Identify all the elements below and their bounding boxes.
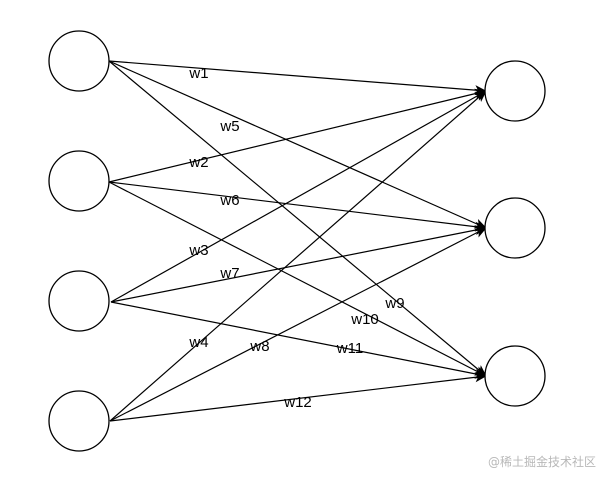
watermark-text: @稀土掘金技术社区	[488, 454, 596, 469]
output-node-2	[484, 197, 546, 259]
output-node-1	[484, 60, 546, 122]
edge-label-w3: w3	[188, 242, 208, 259]
input-node-1	[48, 30, 110, 92]
edges-layer	[108, 60, 487, 422]
edge-w12-arrow	[109, 372, 487, 422]
edge-w5-arrow	[108, 60, 487, 229]
edge-label-w2: w2	[188, 154, 208, 171]
edge-w6-arrow	[108, 181, 487, 232]
edge-w3-arrow	[110, 90, 487, 303]
edge-labels-layer: w1 w5 w9 w2 w6 w10 w3 w7 w11 w4 w8 w12	[188, 65, 404, 411]
edge-label-w5: w5	[219, 118, 239, 135]
input-node-2	[48, 150, 110, 212]
edge-w4-arrow	[109, 90, 487, 422]
edge-w8-arrow	[109, 227, 487, 422]
edge-label-w12: w12	[283, 394, 312, 411]
edge-label-w11: w11	[336, 340, 363, 357]
edge-w1-arrow	[108, 60, 487, 96]
edge-label-w8: w8	[249, 338, 269, 355]
edge-label-w7: w7	[219, 265, 239, 282]
edge-w9-arrow	[108, 60, 487, 377]
edge-label-w9: w9	[384, 295, 404, 312]
input-node-4	[48, 390, 110, 452]
edge-w10-arrow	[108, 181, 487, 377]
edge-w2-arrow	[108, 88, 487, 183]
input-node-3	[48, 270, 110, 332]
edge-label-w1: w1	[188, 65, 208, 82]
edge-w7-arrow	[110, 225, 487, 303]
output-node-3	[484, 345, 546, 407]
nodes-layer	[48, 30, 546, 452]
edge-label-w6: w6	[219, 192, 239, 209]
edge-w11-arrow	[110, 301, 487, 379]
edge-label-w10: w10	[350, 311, 379, 328]
edge-label-w4: w4	[188, 334, 208, 351]
